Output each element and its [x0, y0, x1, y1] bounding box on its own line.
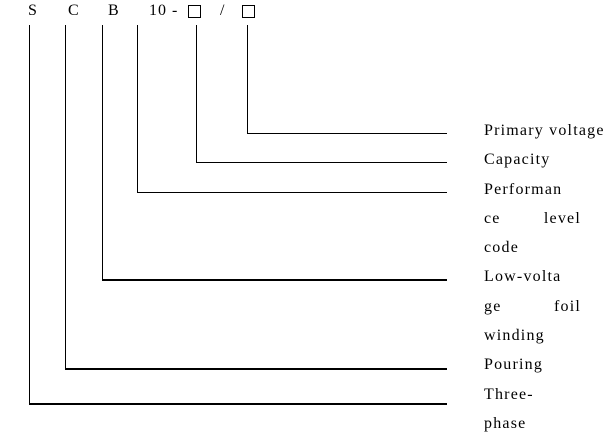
connector-vertical-capacity	[196, 25, 197, 163]
connector-vertical-pouring	[65, 25, 66, 370]
connector-horizontal-pouring	[65, 368, 447, 370]
connector-horizontal-three-phase	[29, 403, 447, 405]
model-code-header: S C B 10 - /	[0, 0, 615, 24]
label-line: Low-volta	[484, 268, 562, 286]
connector-horizontal-performance	[137, 192, 447, 193]
code-slash-separator: /	[220, 2, 226, 19]
label-line: Capacity	[484, 151, 551, 169]
connector-vertical-low-voltage	[102, 25, 103, 281]
code-number-10-dash: 10 -	[149, 2, 179, 19]
capacity-placeholder-box-icon	[188, 5, 201, 18]
label-line: phase	[484, 414, 527, 432]
label-line: Performan	[484, 180, 563, 198]
label-line: winding	[484, 327, 545, 345]
label-three-phase: Three-phase	[484, 380, 581, 439]
connector-horizontal-low-voltage	[102, 279, 447, 281]
label-line: code	[484, 239, 520, 257]
code-letter-s: S	[28, 2, 38, 19]
primary-voltage-placeholder-box-icon	[242, 5, 255, 18]
label-capacity: Capacity	[484, 145, 581, 174]
connector-horizontal-capacity	[196, 162, 447, 163]
label-line: Primary voltage	[484, 122, 605, 139]
connector-vertical-three-phase	[29, 25, 30, 405]
code-letter-c: C	[68, 2, 80, 19]
connector-vertical-primary-voltage	[247, 25, 248, 134]
code-letter-b: B	[108, 2, 120, 19]
label-line: Pouring	[484, 356, 544, 374]
label-primary-voltage: Primary voltage	[484, 116, 605, 145]
connector-vertical-performance	[137, 25, 138, 193]
label-pouring: Pouring	[484, 350, 581, 379]
label-line: Three-	[484, 385, 534, 403]
connector-horizontal-primary-voltage	[247, 133, 447, 134]
